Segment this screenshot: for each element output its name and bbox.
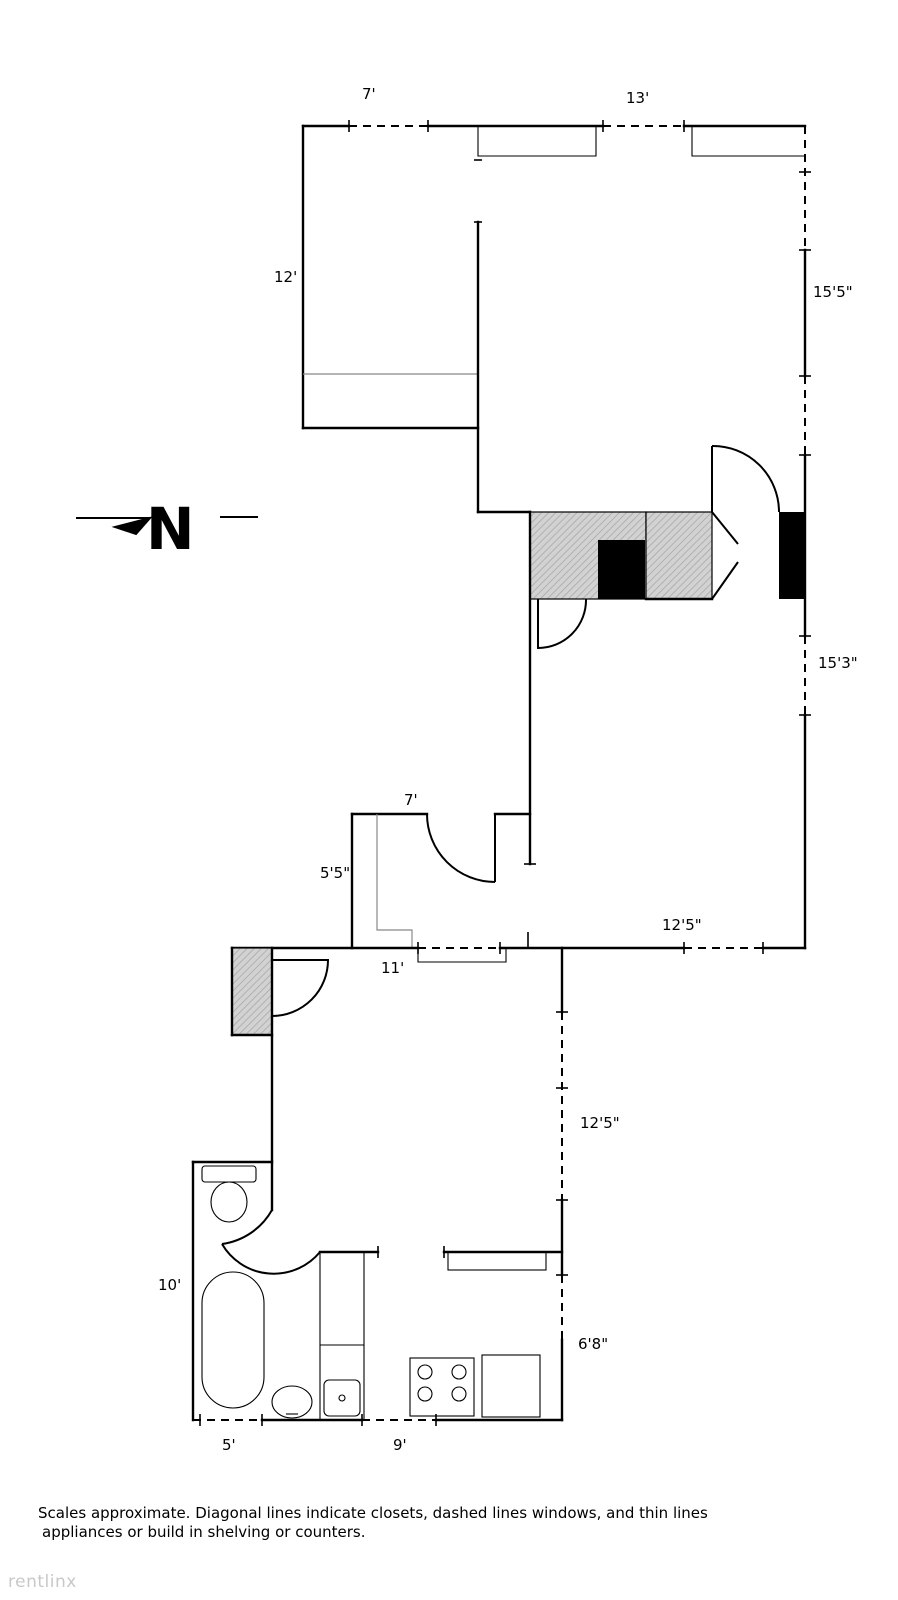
north-label: N	[146, 495, 195, 563]
top-left-room	[301, 120, 807, 514]
center-closets	[476, 444, 780, 866]
dim-middle-width: 11'	[381, 959, 404, 977]
dim-right-bottom-width: 12'5"	[662, 916, 702, 934]
dim-top-left-width: 7'	[362, 85, 376, 103]
lower-section	[230, 946, 568, 1422]
bathroom	[191, 1160, 380, 1426]
legend-note-line2: appliances or build in shelving or count…	[42, 1523, 366, 1541]
dim-right-lower-depth: 15'3"	[818, 654, 858, 672]
legend-note-line1: Scales approximate. Diagonal lines indic…	[38, 1504, 708, 1522]
north-arrow-icon: N	[76, 495, 258, 563]
legend-note: Scales approximate. Diagonal lines indic…	[38, 1504, 758, 1542]
dim-hall-closet-depth: 5'5"	[320, 864, 350, 882]
middle-wall	[230, 932, 807, 963]
dim-kitchen-depth: 6'8"	[578, 1335, 608, 1353]
dim-kitchen-width: 9'	[393, 1436, 407, 1454]
dim-bath-depth: 10'	[158, 1276, 181, 1294]
dim-hall-closet-width: 7'	[404, 791, 418, 809]
hall-closet	[350, 812, 532, 950]
dim-right-upper-depth: 15'5"	[813, 283, 853, 301]
dim-top-right-width: 13'	[626, 89, 649, 107]
dim-lower-right-depth: 12'5"	[580, 1114, 620, 1132]
right-exterior-wall	[779, 126, 811, 950]
dimension-labels: 7' 13' 12' 15'5" 15'3" 7' 5'5" 12'5" 11'…	[158, 85, 858, 1454]
kitchen	[319, 1246, 564, 1426]
dim-left-room-depth: 12'	[274, 268, 297, 286]
dim-bath-width: 5'	[222, 1436, 236, 1454]
watermark: rentlinx	[8, 1572, 77, 1592]
